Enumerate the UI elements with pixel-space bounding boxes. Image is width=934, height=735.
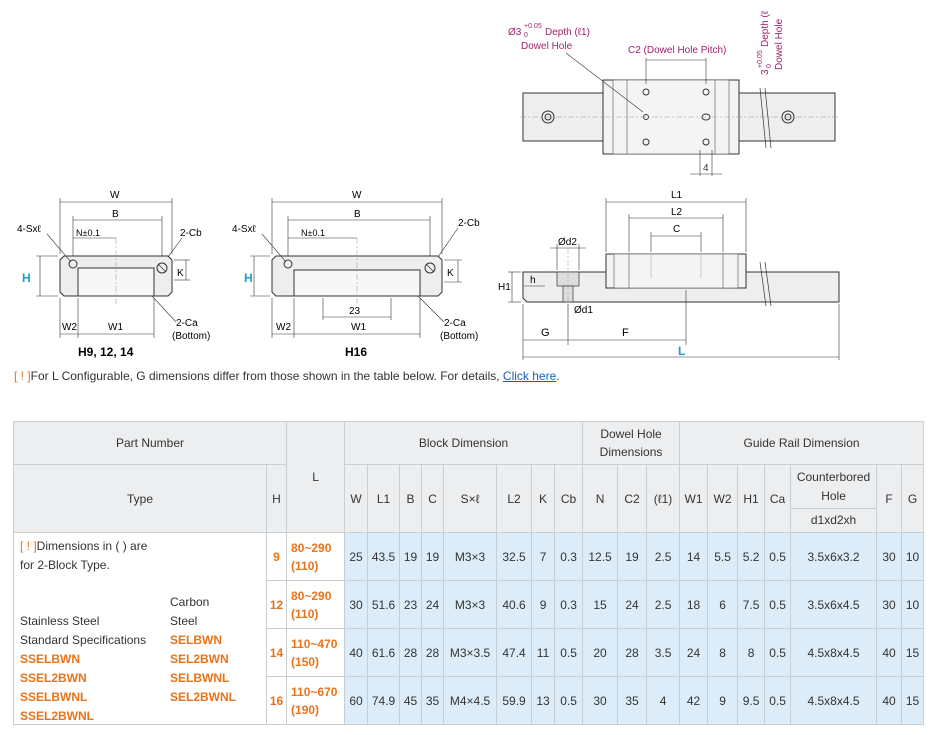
d2-label: Ød2 [558, 237, 577, 248]
type-header: Type [13, 464, 267, 533]
col-w1: W1 [679, 464, 709, 533]
dim-23-label: 23 [349, 306, 361, 317]
block-dimension-header: Block Dimension [344, 421, 584, 465]
configurable-note: [ ! ]For L Configurable, G dimensions di… [14, 369, 560, 383]
n-label: N±0.1 [301, 228, 325, 238]
col-sxl: S×ℓ [443, 464, 498, 533]
svg-text:Depth (ℓ1): Depth (ℓ1) [545, 27, 590, 38]
ca-bottom-label: (Bottom) [172, 331, 210, 342]
col-l1: L1 [367, 464, 401, 533]
b-label: B [354, 209, 361, 220]
l-header: L [286, 421, 346, 533]
dowel-hole-dimensions-header: Dowel Hole Dimensions [582, 421, 681, 465]
c-label: C [673, 224, 680, 235]
guide-rail-dimension-header: Guide Rail Dimension [679, 421, 925, 465]
w-label: W [352, 190, 362, 201]
note-flag: [ ! ] [14, 369, 31, 383]
svg-text:+0.05: +0.05 [524, 23, 542, 30]
col-l2: L2 [496, 464, 533, 533]
end-view-h9-14: W B N±0.1 4-Sxℓ 2-Cb H K W2 W1 2-Ca (Bot… [17, 190, 210, 359]
sxl-label: 4-Sxℓ [232, 224, 257, 235]
dowel-hole-label: Dowel Hole [521, 41, 573, 52]
h-label: H [244, 271, 253, 285]
col-f: F [876, 464, 903, 533]
col-c2: C2 [617, 464, 648, 533]
sxl-label: 4-Sxℓ [17, 224, 42, 235]
h-label: H [22, 271, 31, 285]
col-c: C [421, 464, 445, 533]
b-label: B [112, 209, 119, 220]
cb-label: 2-Cb [458, 218, 480, 229]
w1-label: W1 [108, 322, 123, 333]
svg-text:0: 0 [524, 32, 528, 39]
h-header: H [265, 464, 288, 533]
h1-label: H1 [498, 282, 511, 293]
c2-pitch-label: C2 (Dowel Hole Pitch) [628, 45, 726, 56]
k-label: K [447, 268, 454, 279]
dim-4-label: 4 [703, 163, 709, 174]
right-dowel-hole-label: Dowel Hole [774, 18, 785, 70]
technical-drawing: C2 (Dowel Hole Pitch) Ø3 +0.05 0 Depth (… [17, 10, 840, 360]
w-label: W [110, 190, 120, 201]
type-cell: [ ! ]Dimensions in ( ) are for 2-Block T… [13, 532, 267, 725]
click-here-link[interactable]: Click here [502, 369, 557, 383]
spec-table: Part Number L Block Dimension Dowel Hole… [12, 421, 925, 725]
svg-text:+0.05: +0.05 [757, 50, 764, 68]
l1-label: L1 [671, 190, 683, 201]
col-cb: Cb [554, 464, 584, 533]
cb-label: 2-Cb [180, 228, 202, 239]
w2-label: W2 [276, 322, 291, 333]
d1-label: Ød1 [574, 305, 593, 316]
end-view-h16: W B N±0.1 4-Sxℓ 2-Cb H K 23 W2 W1 2-Ca (… [232, 190, 480, 359]
col-n: N [582, 464, 619, 533]
caption-h9-14: H9, 12, 14 [78, 345, 134, 359]
col-w: W [344, 464, 369, 533]
dowel-hole-depth-label: Ø3 [508, 27, 522, 38]
right-dowel-depth-label: 3 [760, 69, 771, 75]
top-view: C2 (Dowel Hole Pitch) Ø3 +0.05 0 Depth (… [508, 10, 840, 176]
col-w2: W2 [707, 464, 739, 533]
svg-text:0: 0 [766, 64, 773, 68]
n-label: N±0.1 [76, 228, 100, 238]
col-k: K [531, 464, 556, 533]
l-label: L [678, 344, 685, 358]
svg-text:Depth (ℓ: Depth (ℓ [760, 10, 771, 47]
col-l1-depth: (ℓ1) [646, 464, 681, 533]
g-label: G [541, 327, 550, 339]
l2-label: L2 [671, 207, 683, 218]
side-view: L1 L2 C Ød2 Ød1 H1 h G F L [498, 190, 840, 360]
k-label: K [177, 268, 184, 279]
note-text: For L Configurable, G dimensions differ … [30, 369, 503, 383]
w1-label: W1 [351, 322, 366, 333]
part-number-header: Part Number [12, 421, 288, 465]
col-b: B [399, 464, 423, 533]
counterbored-header: Counterbored Hole d1xd2xh [790, 464, 878, 533]
col-ca: Ca [764, 464, 792, 533]
col-g: G [901, 464, 925, 533]
table-row: [ ! ]Dimensions in ( ) are for 2-Block T… [13, 532, 925, 725]
h-small-label: h [530, 275, 536, 286]
f-label: F [622, 327, 629, 339]
caption-h16: H16 [345, 345, 367, 359]
col-h1: H1 [737, 464, 766, 533]
ca-label: 2-Ca [444, 318, 466, 329]
ca-bottom-label: (Bottom) [440, 331, 478, 342]
w2-label: W2 [62, 322, 77, 333]
ca-label: 2-Ca [176, 318, 198, 329]
